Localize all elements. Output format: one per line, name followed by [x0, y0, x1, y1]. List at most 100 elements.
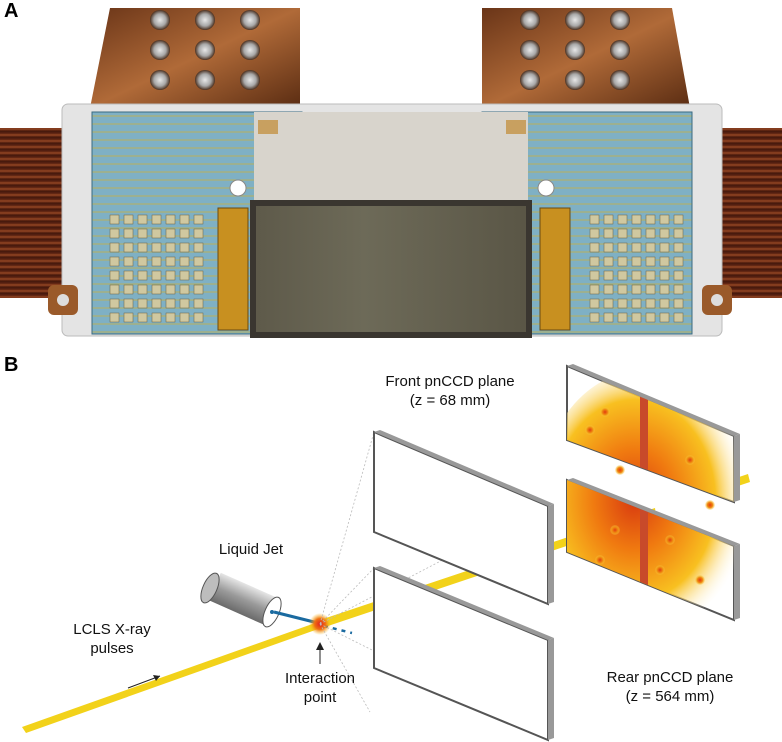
readout-chip	[659, 242, 670, 253]
readout-chip	[151, 214, 162, 225]
readout-chip	[193, 270, 204, 281]
readout-chip	[137, 270, 148, 281]
diffraction-spot	[695, 575, 705, 585]
readout-chip	[673, 284, 684, 295]
readout-chip	[673, 256, 684, 267]
readout-chip	[631, 214, 642, 225]
diffraction-spot	[615, 465, 625, 475]
screw-hole	[240, 10, 260, 30]
readout-chip	[617, 214, 628, 225]
readout-chip	[151, 312, 162, 323]
readout-chip	[603, 270, 614, 281]
diffraction-spot	[655, 565, 665, 575]
screw-hole	[195, 40, 215, 60]
readout-chip	[589, 228, 600, 239]
readout-chip	[603, 298, 614, 309]
readout-chip	[123, 298, 134, 309]
screw-hole	[520, 70, 540, 90]
readout-chip	[109, 242, 120, 253]
readout-chip	[109, 298, 120, 309]
pnccd-sensor	[256, 206, 526, 332]
screw-hole	[150, 10, 170, 30]
readout-chip	[673, 228, 684, 239]
readout-chip	[589, 256, 600, 267]
interaction-caption: Interaction point	[262, 669, 378, 707]
readout-chip	[123, 214, 134, 225]
readout-chip	[123, 284, 134, 295]
readout-chip	[673, 242, 684, 253]
readout-chip	[151, 270, 162, 281]
readout-chip	[137, 298, 148, 309]
liquid-jet-nozzle	[200, 572, 282, 628]
xray-beam-incoming	[22, 622, 321, 733]
diffraction-spot	[595, 555, 605, 565]
readout-chip	[631, 270, 642, 281]
readout-chip	[137, 214, 148, 225]
readout-chip	[659, 228, 670, 239]
right-gold-strip	[539, 207, 571, 331]
screw-holes	[150, 10, 630, 90]
readout-chip	[193, 242, 204, 253]
readout-chip	[109, 270, 120, 281]
readout-chip	[193, 228, 204, 239]
screw-hole	[520, 10, 540, 30]
readout-chip	[631, 256, 642, 267]
liquid-jet-label: Liquid Jet	[218, 541, 284, 558]
readout-chip	[137, 312, 148, 323]
readout-chip	[631, 228, 642, 239]
readout-chip	[645, 312, 656, 323]
screw-hole	[565, 70, 585, 90]
readout-chip	[603, 284, 614, 295]
readout-chip	[123, 256, 134, 267]
left-gold-strip	[217, 207, 249, 331]
front-plane-name: Front pnCCD plane	[385, 373, 515, 390]
readout-chip	[645, 228, 656, 239]
screw-hole	[610, 40, 630, 60]
readout-chip	[137, 284, 148, 295]
readout-chip	[645, 214, 656, 225]
readout-chip	[179, 270, 190, 281]
rear-plane-name: Rear pnCCD plane	[606, 669, 734, 686]
readout-chip	[109, 228, 120, 239]
readout-chip	[151, 256, 162, 267]
rear-plane-distance: (z = 564 mm)	[625, 688, 715, 705]
readout-chip	[603, 242, 614, 253]
readout-chip	[603, 214, 614, 225]
screw-hole	[150, 70, 170, 90]
readout-chip	[645, 284, 656, 295]
interaction-label-line1: Interaction	[284, 670, 356, 687]
xray-label-line2: pulses	[90, 640, 134, 657]
front-plane-distance: (z = 68 mm)	[409, 392, 491, 409]
readout-chip	[659, 298, 670, 309]
readout-chip	[617, 242, 628, 253]
readout-chips	[109, 214, 684, 323]
readout-chip	[617, 228, 628, 239]
panel-a-label: A	[4, 0, 19, 22]
readout-chip	[109, 312, 120, 323]
screw-hole	[195, 70, 215, 90]
readout-chip	[617, 284, 628, 295]
screw-hole	[610, 10, 630, 30]
readout-chip	[165, 298, 176, 309]
front-plane-caption: Front pnCCD plane (z = 68 mm)	[360, 372, 540, 410]
screw-hole	[240, 70, 260, 90]
screw-hole	[565, 10, 585, 30]
readout-chip	[179, 228, 190, 239]
diffraction-spot	[610, 525, 620, 535]
readout-chip	[589, 298, 600, 309]
screw-hole	[520, 40, 540, 60]
readout-chip	[123, 228, 134, 239]
readout-chip	[645, 270, 656, 281]
readout-chip	[109, 284, 120, 295]
readout-chip	[193, 312, 204, 323]
readout-chip	[165, 242, 176, 253]
readout-chip	[645, 242, 656, 253]
detector-photo	[0, 8, 782, 338]
screw-hole	[150, 40, 170, 60]
panel-b-label: B	[4, 354, 19, 376]
readout-chip	[165, 228, 176, 239]
readout-chip	[673, 270, 684, 281]
readout-chip	[603, 312, 614, 323]
readout-chip	[617, 270, 628, 281]
